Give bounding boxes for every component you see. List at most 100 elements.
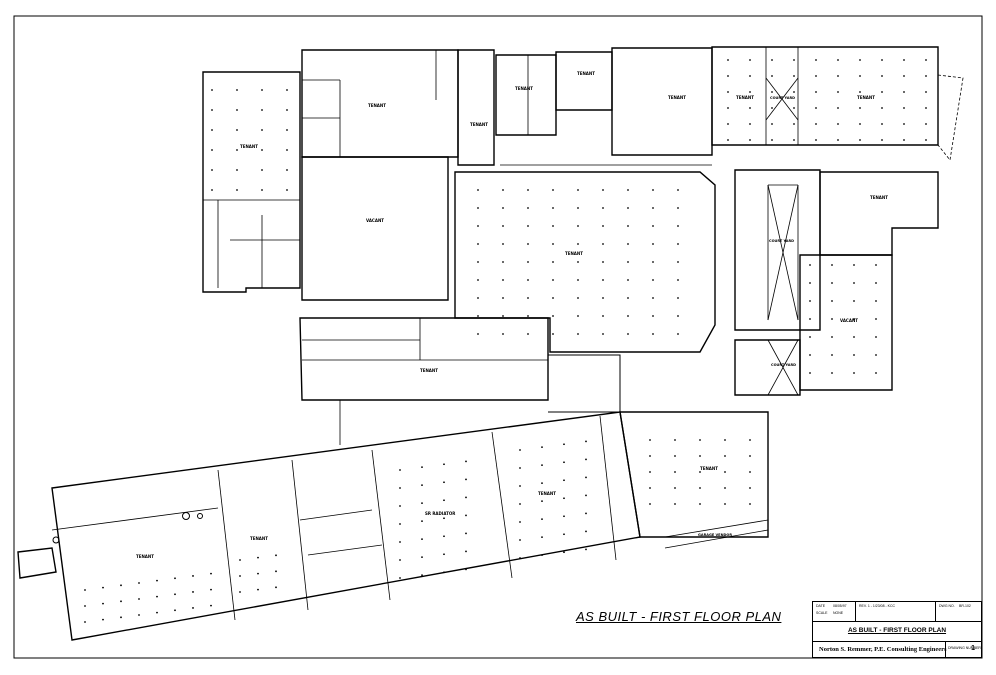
column-dot	[815, 139, 817, 141]
column-dot	[903, 91, 905, 93]
column-dot	[809, 336, 811, 338]
column-dot	[925, 75, 927, 77]
column-dot	[519, 503, 521, 505]
column-dot	[674, 503, 676, 505]
column-dot	[652, 315, 654, 317]
column-dot	[138, 598, 140, 600]
column-dot	[903, 139, 905, 141]
room-label-vacant: VACANT	[840, 318, 858, 323]
column-dot	[465, 550, 467, 553]
column-dot	[853, 264, 855, 266]
column-dot	[138, 582, 140, 584]
partition	[51, 507, 219, 531]
column-dot	[577, 261, 579, 263]
wall-garage-tenant	[619, 411, 769, 538]
fixture-circle	[52, 536, 60, 544]
room-label-tenant: TENANT	[470, 122, 488, 127]
column-dot	[727, 139, 729, 141]
column-dot	[519, 485, 521, 487]
column-dot	[211, 169, 213, 171]
room-label-tenant: TENANT	[538, 491, 556, 496]
wall-lower-building	[51, 411, 641, 641]
column-dot	[286, 109, 288, 111]
column-dot	[875, 300, 877, 302]
column-dot	[443, 499, 445, 502]
fixture-circle	[197, 513, 203, 519]
column-dot	[399, 505, 401, 507]
column-dot	[211, 189, 213, 191]
column-dot	[793, 123, 795, 125]
partition	[291, 459, 309, 611]
partition	[491, 431, 513, 579]
wall-central-tenant	[454, 171, 716, 353]
room-label-tenant: TENANT	[565, 251, 583, 256]
column-dot	[837, 107, 839, 109]
column-dot	[519, 557, 521, 559]
column-dot	[236, 109, 238, 111]
column-dot	[477, 225, 479, 227]
wall-connector	[548, 354, 621, 413]
column-dot	[275, 554, 277, 557]
column-dot	[859, 59, 861, 61]
column-dot	[903, 107, 905, 109]
column-dot	[210, 588, 212, 591]
column-dot	[724, 503, 726, 505]
column-dot	[677, 297, 679, 299]
column-dot	[853, 336, 855, 338]
column-dot	[541, 482, 543, 485]
column-dot	[239, 591, 241, 593]
column-dot	[652, 261, 654, 263]
column-dot	[236, 149, 238, 151]
wall-north-small-tenant	[555, 51, 613, 111]
room-label-tenant: TENANT	[515, 86, 533, 91]
column-dot	[853, 282, 855, 284]
partition	[765, 77, 799, 121]
column-dot	[837, 123, 839, 125]
column-dot	[837, 75, 839, 77]
column-dot	[477, 333, 479, 335]
column-dot	[502, 333, 504, 335]
column-dot	[771, 59, 773, 61]
column-dot	[236, 189, 238, 191]
column-dot	[853, 300, 855, 302]
column-dot	[563, 551, 565, 554]
column-dot	[421, 538, 423, 541]
column-dot	[859, 107, 861, 109]
column-dot	[527, 333, 529, 335]
column-dot	[809, 300, 811, 302]
column-dot	[677, 189, 679, 191]
column-dot	[421, 556, 423, 559]
column-dot	[421, 466, 423, 469]
column-dot	[477, 261, 479, 263]
column-dot	[749, 123, 751, 125]
room-label-vacant: VACANT	[366, 218, 384, 223]
sheet-number: 1	[971, 645, 975, 652]
column-dot	[102, 586, 104, 589]
column-dot	[527, 279, 529, 281]
column-dot	[421, 520, 423, 523]
column-dot	[831, 336, 833, 338]
room-label-tenant: TENANT	[368, 103, 386, 108]
partition	[767, 184, 799, 321]
column-dot	[502, 225, 504, 227]
column-dot	[602, 315, 604, 317]
column-dot	[275, 586, 277, 589]
column-dot	[399, 541, 401, 543]
column-dot	[261, 89, 263, 91]
column-dot	[771, 123, 773, 125]
column-dot	[174, 593, 176, 596]
room-label-tenant: TENANT	[736, 95, 754, 100]
column-dot	[652, 279, 654, 281]
column-dot	[652, 333, 654, 335]
wall-left-stub	[17, 547, 57, 579]
partition	[299, 509, 373, 521]
column-dot	[674, 439, 676, 441]
column-dot	[727, 91, 729, 93]
column-dot	[793, 139, 795, 141]
column-dot	[502, 189, 504, 191]
column-dot	[102, 618, 104, 621]
column-dot	[793, 59, 795, 61]
column-dot	[577, 333, 579, 335]
column-dot	[627, 261, 629, 263]
